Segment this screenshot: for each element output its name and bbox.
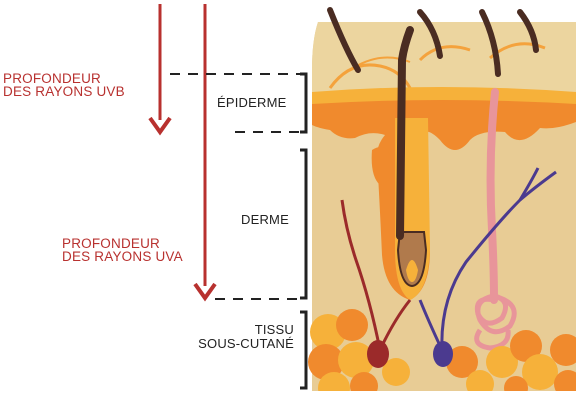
artery-end	[367, 340, 389, 368]
uva-label: PROFONDEUR DES RAYONS UVA	[62, 237, 183, 263]
hypodermis-label-line-2: SOUS-CUTANÉ	[186, 337, 294, 351]
nerve-fiber	[491, 92, 495, 300]
hypodermis-label: TISSU SOUS-CUTANÉ	[186, 323, 294, 351]
epidermis-label: ÉPIDERME	[217, 96, 287, 110]
uvb-label-line-2: DES RAYONS UVB	[3, 85, 125, 98]
hypodermis-label-line-1: TISSU	[186, 323, 294, 337]
uvb-label: PROFONDEUR DES RAYONS UVB	[3, 72, 125, 98]
uva-arrow	[195, 4, 215, 298]
dermis-bracket	[300, 150, 306, 298]
fat-cell	[336, 309, 368, 341]
vein-end	[433, 341, 453, 367]
dermis-label: DERME	[241, 213, 289, 227]
epidermis-bracket	[300, 74, 306, 132]
uvb-arrow	[150, 4, 170, 132]
hypodermis-bracket	[300, 312, 306, 388]
uva-label-line-2: DES RAYONS UVA	[62, 250, 183, 263]
